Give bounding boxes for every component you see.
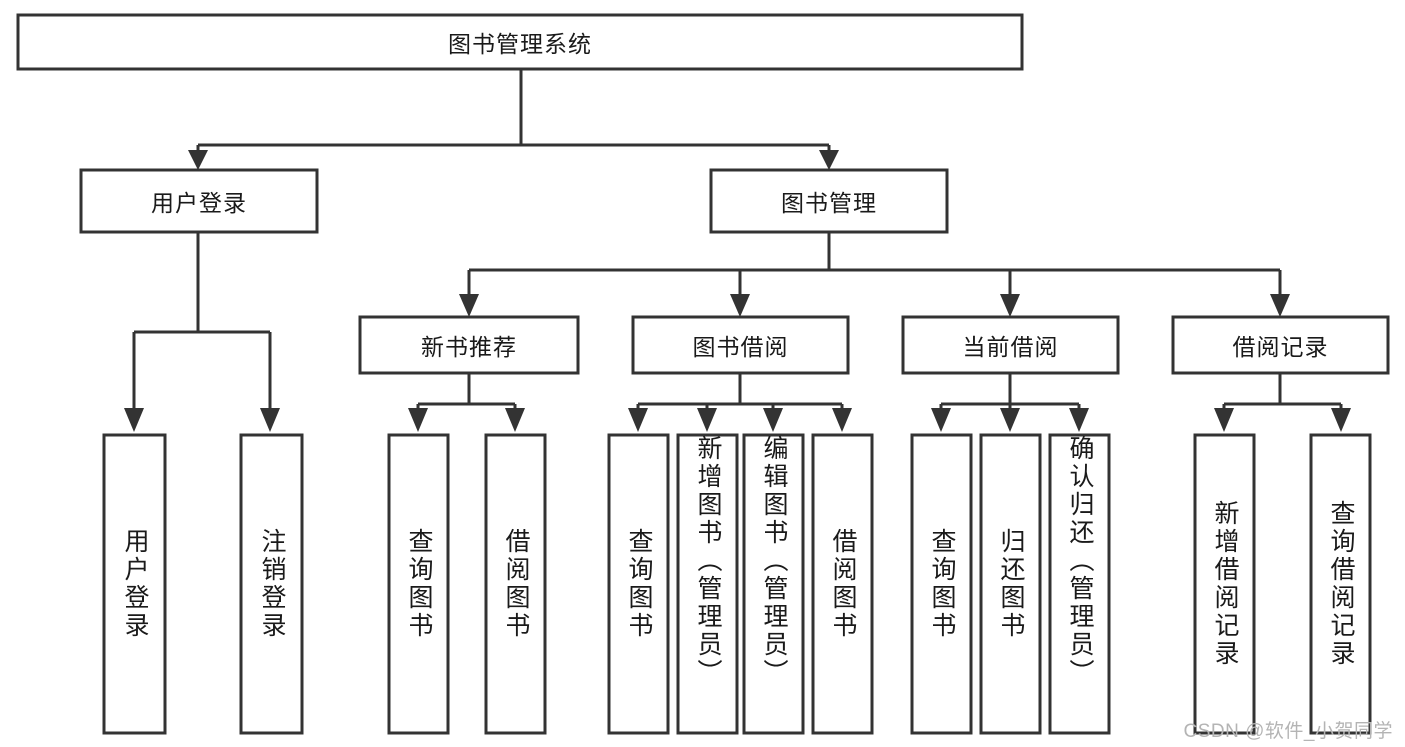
node-leaf-query-record-box[interactable]	[1309, 433, 1372, 735]
node-book-borrow-box[interactable]	[631, 315, 850, 375]
arrow-leaf-edit-book	[763, 408, 783, 432]
node-leaf-query-book-3-box[interactable]	[910, 433, 973, 735]
node-user-login-box[interactable]	[79, 168, 319, 234]
node-leaf-borrow-book-2-box[interactable]	[811, 433, 874, 735]
arrow-leaf-user-login	[124, 408, 144, 432]
node-leaf-query-book-2-box[interactable]	[607, 433, 670, 735]
node-leaf-return-book-box[interactable]	[979, 433, 1042, 735]
node-leaf-logout-box[interactable]	[239, 433, 304, 735]
arrow-to-book-borrow	[730, 294, 750, 317]
arrow-leaf-confirm-return	[1069, 408, 1089, 432]
arrow-leaf-return-book	[1000, 408, 1020, 432]
arrow-leaf-borrow-book-2	[832, 408, 852, 432]
arrow-leaf-query-book-3	[931, 408, 951, 432]
arrow-leaf-logout	[260, 408, 280, 432]
arrow-leaf-query-record	[1331, 408, 1351, 432]
node-leaf-add-record-box[interactable]	[1193, 433, 1256, 735]
arrow-to-user-login	[188, 150, 208, 170]
arrow-to-new-book-recommend	[459, 294, 479, 317]
node-leaf-borrow-book-1-box[interactable]	[484, 433, 547, 735]
arrow-leaf-query-book-2	[628, 408, 648, 432]
node-leaf-confirm-return-box[interactable]	[1048, 433, 1111, 735]
node-current-borrow-box[interactable]	[901, 315, 1120, 375]
node-borrow-records-box[interactable]	[1171, 315, 1390, 375]
arrow-to-borrow-records	[1270, 294, 1290, 317]
node-new-book-recommend-box[interactable]	[358, 315, 580, 375]
arrow-leaf-add-record	[1214, 408, 1234, 432]
arrow-leaf-add-book	[697, 408, 717, 432]
node-book-management-box[interactable]	[709, 168, 949, 234]
node-leaf-edit-book-box[interactable]	[742, 433, 805, 735]
arrow-leaf-borrow-book-1	[505, 408, 525, 432]
arrow-to-book-mgmt	[819, 150, 839, 170]
node-root-box[interactable]	[16, 13, 1024, 71]
arrow-leaf-query-book-1	[408, 408, 428, 432]
watermark-text: CSDN @软件_小贺同学	[1183, 721, 1393, 742]
arrow-to-current-borrow	[1000, 294, 1020, 317]
node-leaf-add-book-box[interactable]	[676, 433, 739, 735]
node-leaf-query-book-1-box[interactable]	[387, 433, 450, 735]
node-leaf-user-login-box[interactable]	[102, 433, 167, 735]
